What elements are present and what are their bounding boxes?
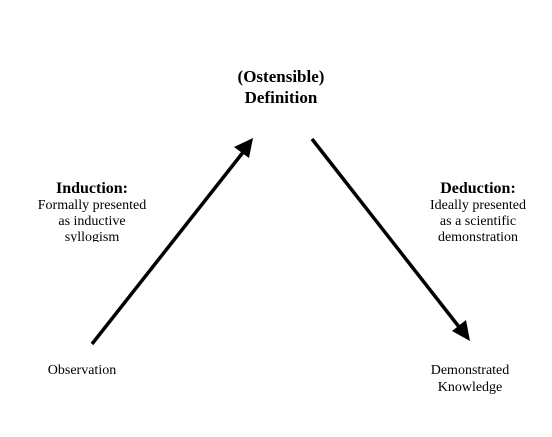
induction-heading: Induction: [55, 180, 129, 197]
demonstrated-knowledge-node: Demonstrated Knowledge [410, 362, 530, 396]
deduction-arrow [310, 137, 465, 334]
induction-line-2: as inductive [58, 214, 126, 229]
induction-line-3: syllogism [64, 230, 120, 242]
observation-node: Observation [30, 362, 134, 379]
definition-title: (Ostensible) Definition [181, 66, 381, 108]
induction-line-1: Formally presented [37, 198, 147, 213]
title-line-2: Definition [244, 88, 318, 107]
knowledge-line-1: Demonstrated [430, 363, 510, 378]
knowledge-line-2: Knowledge [437, 380, 503, 395]
deduction-line-1: Ideally presented [429, 198, 526, 213]
observation-label: Observation [47, 363, 117, 378]
induction-arrowhead [234, 138, 253, 158]
deduction-arrowhead [452, 320, 470, 341]
title-line-1: (Ostensible) [237, 67, 325, 86]
deduction-label: Deduction: Ideally presented as a scient… [406, 179, 550, 246]
induction-label: Induction: Formally presented as inducti… [22, 179, 162, 242]
deduction-heading: Deduction: [440, 180, 516, 197]
deduction-line-3: demonstration [437, 230, 519, 245]
induction-arrow [90, 144, 250, 346]
deduction-line-2: as a scientific [439, 214, 517, 229]
